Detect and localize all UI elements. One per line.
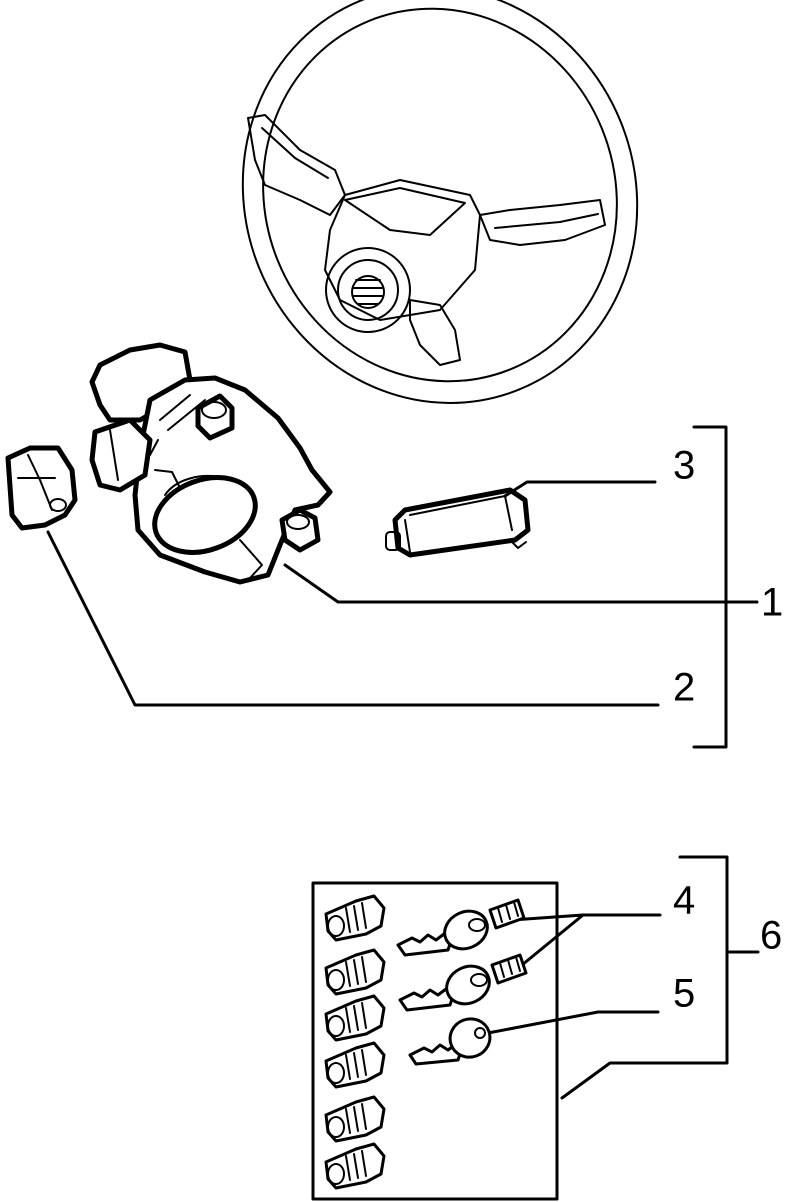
steering-wheel: [241, 0, 639, 404]
steering-lock-body: [89, 342, 333, 585]
callout-5: 5: [673, 972, 695, 1016]
lock-cylinder: [5, 445, 78, 531]
callout-2: 2: [673, 666, 695, 710]
ignition-switch-block: [385, 487, 531, 558]
callout-labels: 1 2 3 4 5 6: [673, 444, 783, 1016]
callout-6: 6: [760, 914, 782, 958]
lock-barrels: [324, 894, 386, 1190]
key-with-transponder-upper: [396, 898, 526, 957]
key-kit-box: [311, 881, 559, 1201]
leader-lines: [46, 425, 760, 1100]
key-with-transponder-lower: [398, 953, 528, 1012]
callout-4: 4: [673, 879, 695, 923]
callout-3: 3: [673, 444, 695, 488]
callout-1: 1: [761, 581, 783, 625]
plain-key: [408, 1017, 492, 1066]
